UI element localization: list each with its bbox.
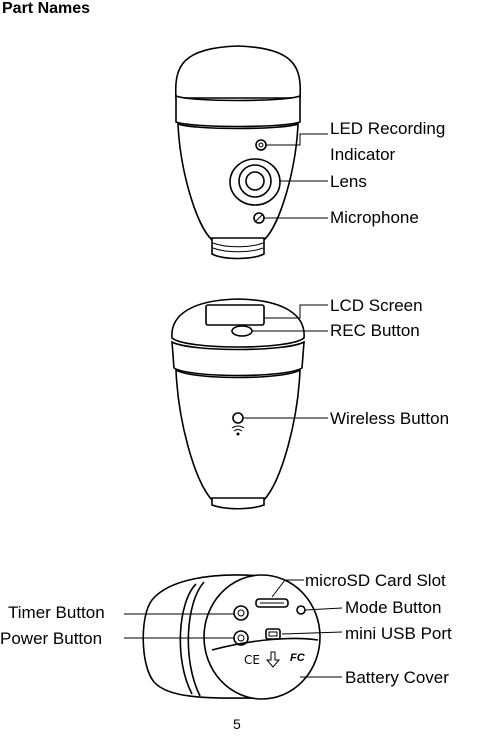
mode-button-label: Mode Button xyxy=(345,598,442,617)
led-indicator-label-line2: Indicator xyxy=(330,145,396,164)
page-number: 5 xyxy=(233,716,241,732)
timer-button-label: Timer Button xyxy=(8,603,105,622)
page-title: Part Names xyxy=(2,0,91,17)
camera-front-view xyxy=(174,45,328,260)
lens-label: Lens xyxy=(330,172,367,191)
camera-bottom-view xyxy=(124,574,343,700)
led-indicator-label-line1: LED Recording xyxy=(330,119,446,138)
wireless-button-label: Wireless Button xyxy=(330,409,450,428)
fc-mark: FC xyxy=(290,652,305,664)
battery-cover-label: Battery Cover xyxy=(345,668,449,687)
power-button-label: Power Button xyxy=(0,629,103,648)
microphone-label: Microphone xyxy=(330,208,419,227)
usb-port-label: mini USB Port xyxy=(345,624,452,643)
microsd-slot-label: microSD Card Slot xyxy=(305,571,446,590)
ce-mark: CE xyxy=(244,653,260,667)
rec-button-label: REC Button xyxy=(330,321,420,340)
camera-top-view xyxy=(171,298,328,510)
lcd-screen-label: LCD Screen xyxy=(330,296,423,315)
